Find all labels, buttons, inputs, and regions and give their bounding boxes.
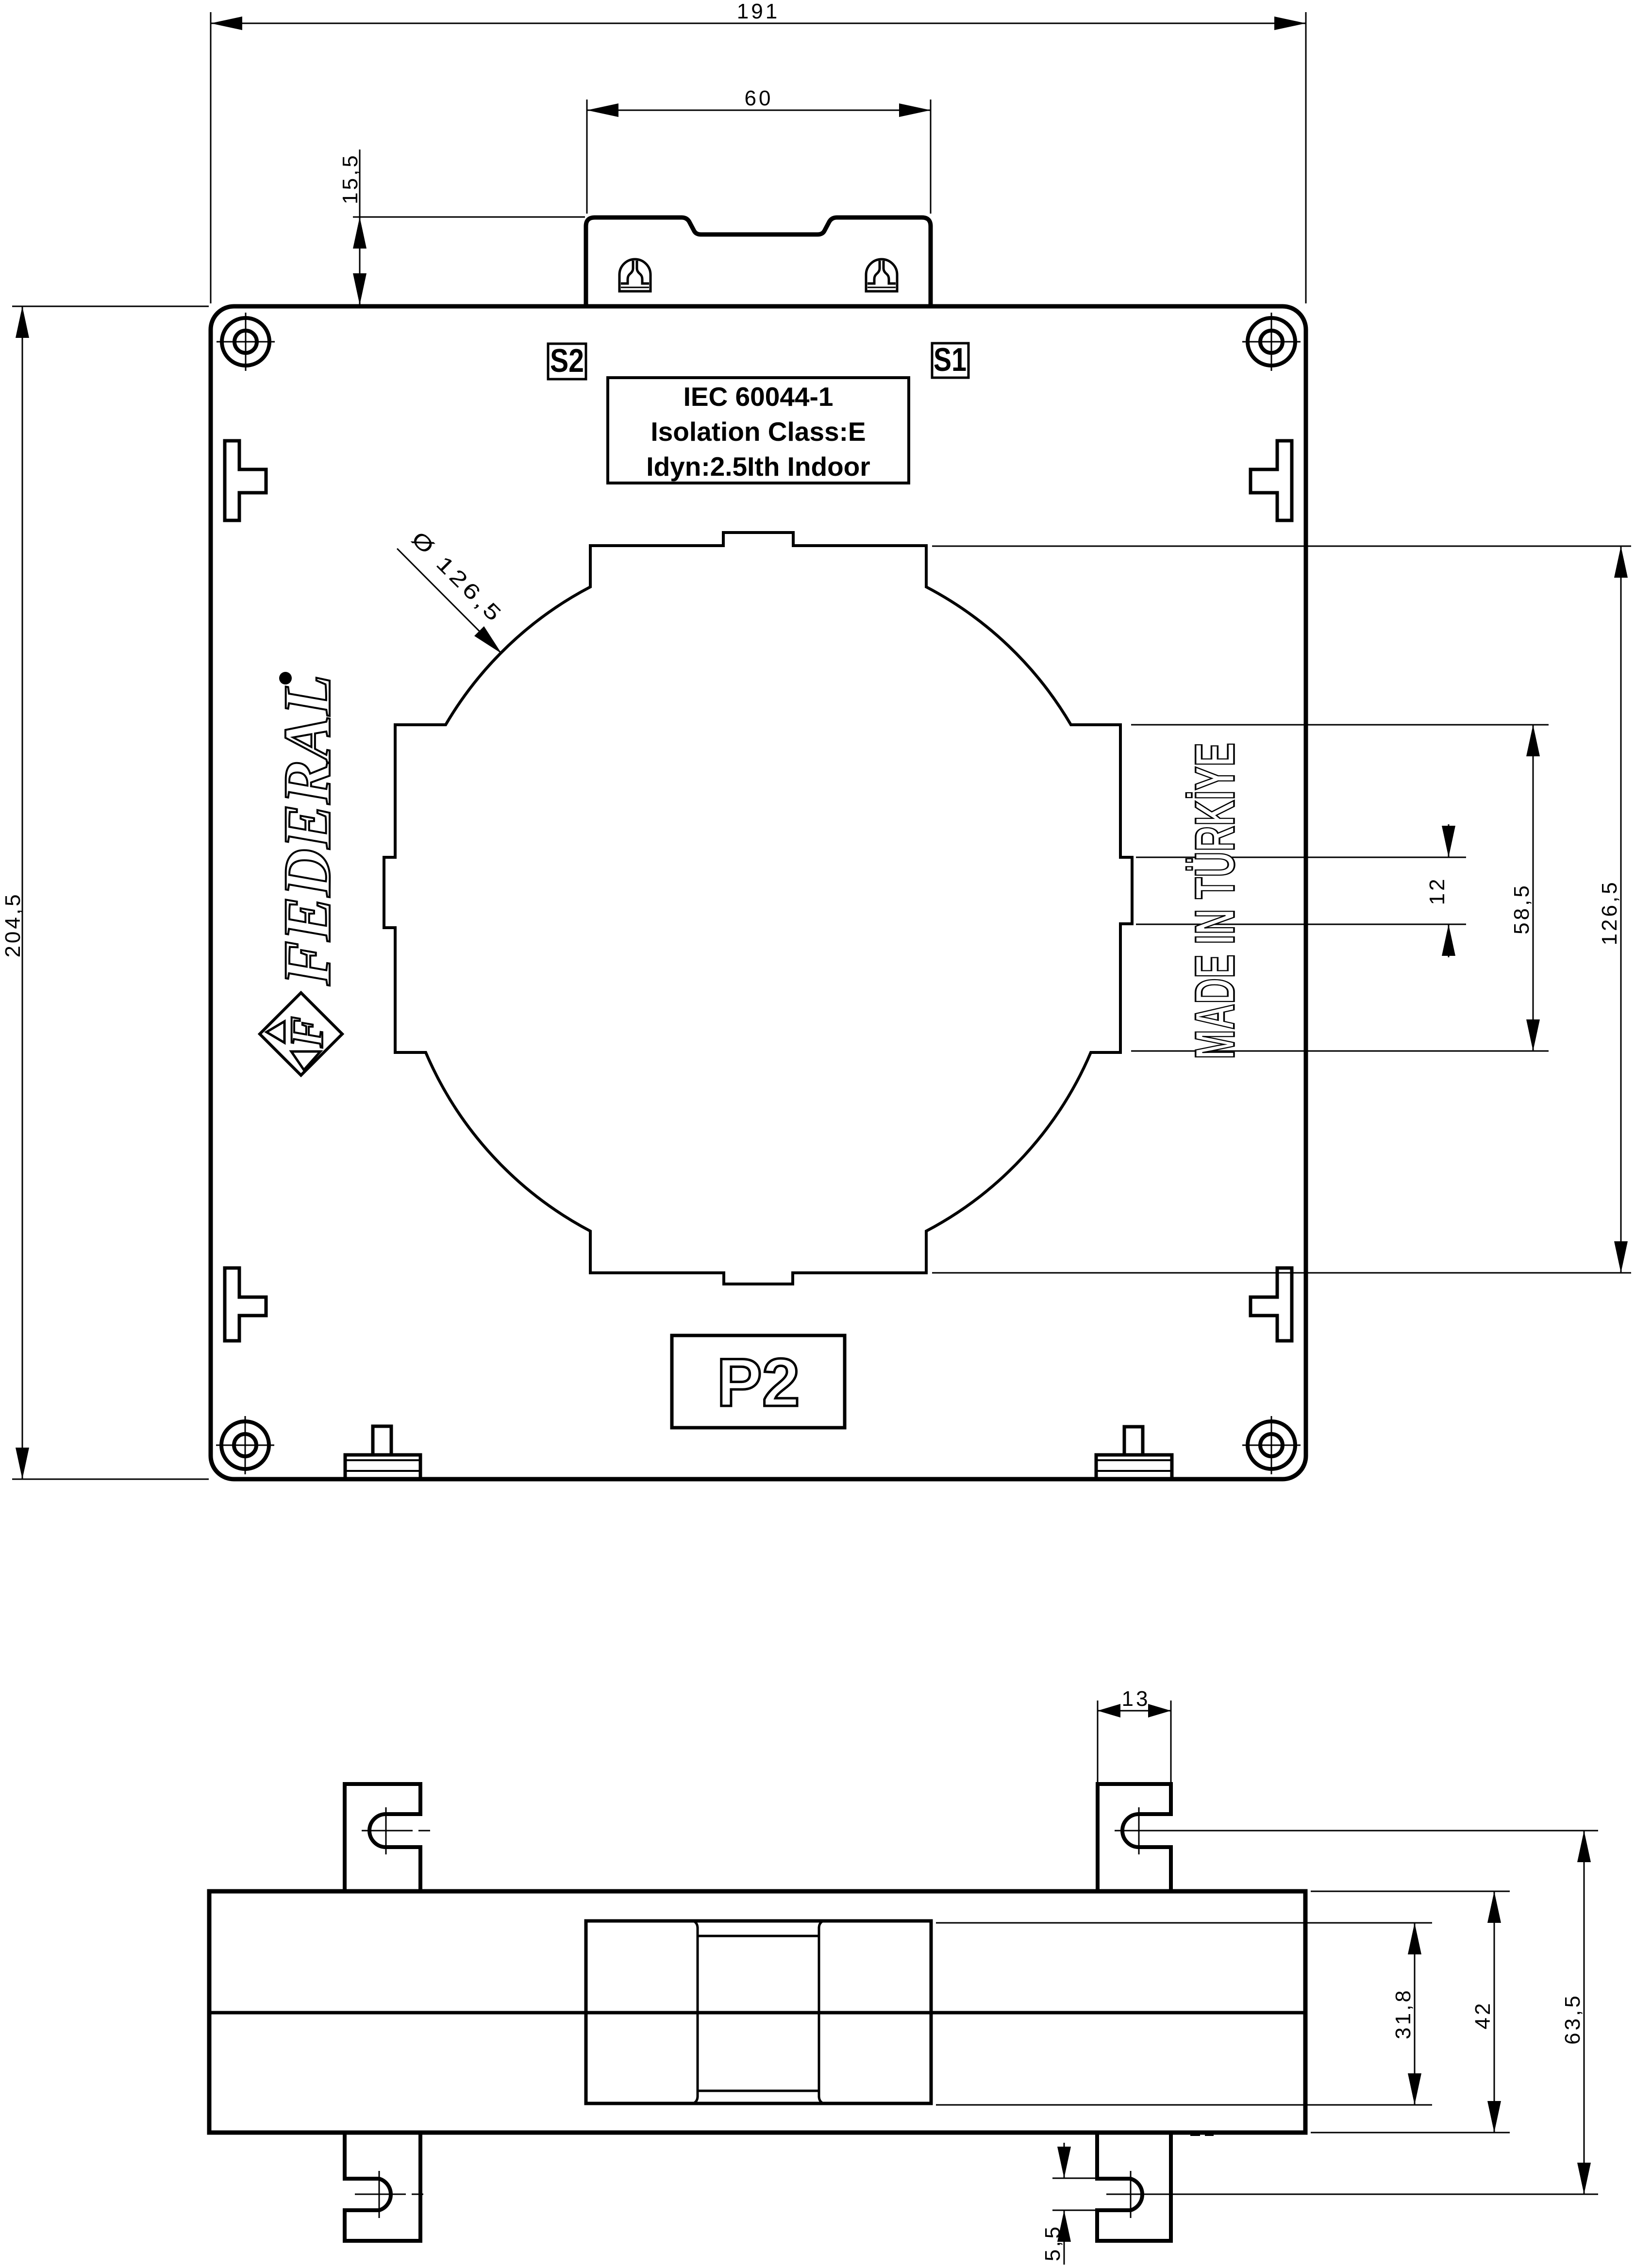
- svg-text:60: 60: [745, 86, 773, 110]
- svg-text:63,5: 63,5: [1561, 1993, 1585, 2045]
- svg-text:Idyn:2.5Ith Indoor: Idyn:2.5Ith Indoor: [646, 451, 870, 482]
- svg-text:5,5: 5,5: [1041, 2224, 1065, 2261]
- svg-text:42: 42: [1471, 2001, 1495, 2030]
- svg-text:58,5: 58,5: [1510, 883, 1534, 934]
- svg-text:S2: S2: [550, 342, 584, 379]
- svg-text:31,8: 31,8: [1391, 1988, 1415, 2039]
- svg-text:S1: S1: [934, 341, 967, 378]
- svg-text:204,5: 204,5: [1, 892, 25, 957]
- svg-text:191: 191: [737, 0, 780, 23]
- svg-text:15,5: 15,5: [338, 153, 362, 204]
- svg-text:Isolation Class:E: Isolation Class:E: [651, 417, 866, 447]
- svg-text:FEDERAL: FEDERAL: [270, 675, 344, 986]
- svg-text:F: F: [281, 1017, 333, 1048]
- svg-text:126,5: 126,5: [1598, 880, 1621, 945]
- svg-text:12: 12: [1425, 877, 1449, 905]
- svg-text:IEC 60044-1: IEC 60044-1: [684, 382, 834, 412]
- svg-text:13: 13: [1122, 1687, 1151, 1711]
- svg-text:P2: P2: [717, 1344, 800, 1420]
- svg-text:MADE IN TÜRKİYE: MADE IN TÜRKİYE: [1184, 743, 1246, 1059]
